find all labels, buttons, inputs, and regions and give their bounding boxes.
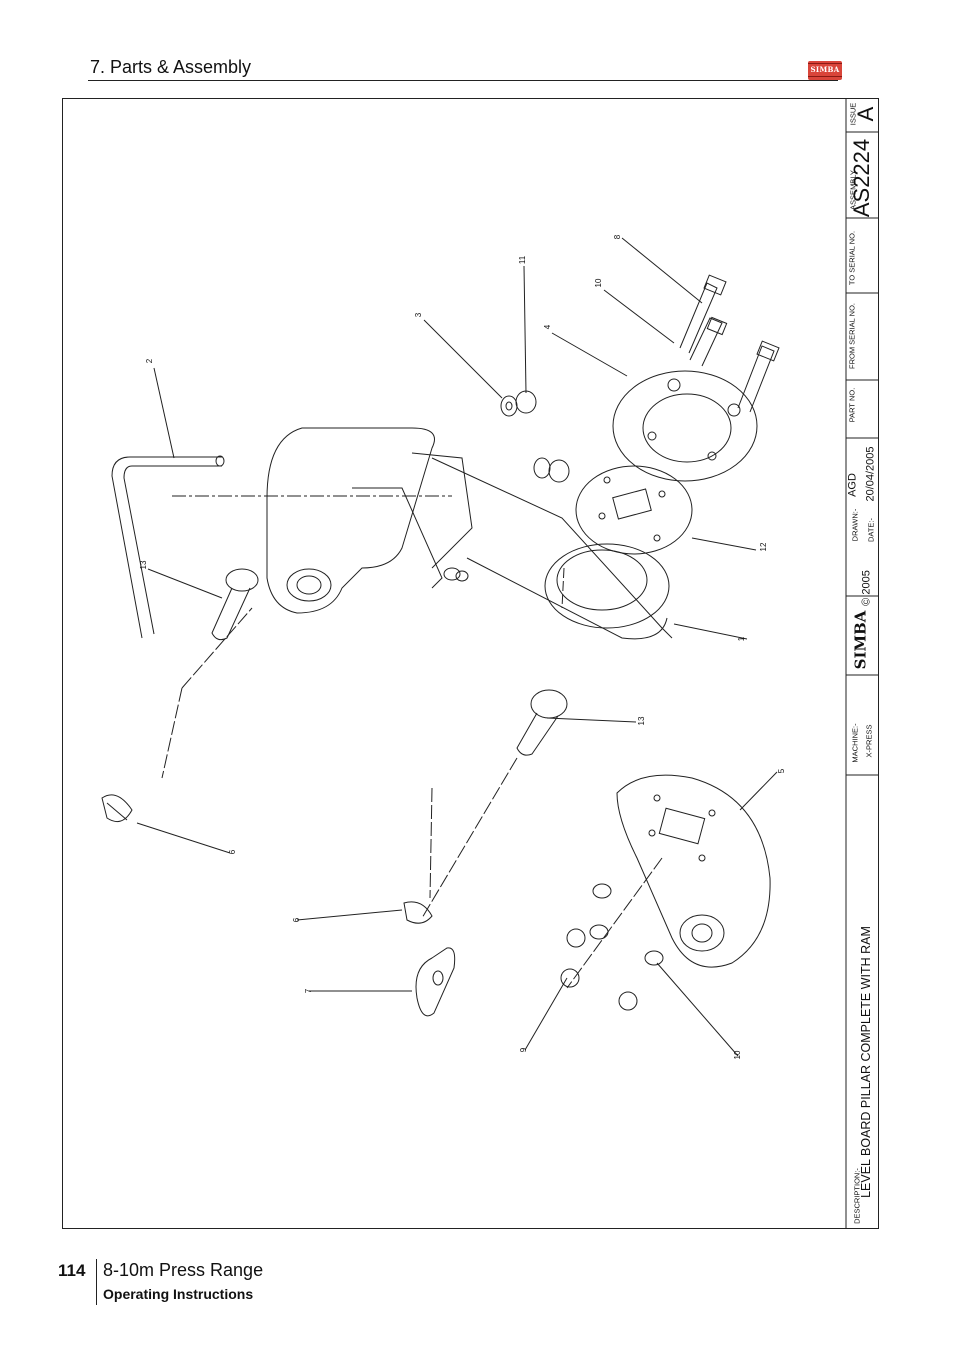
callout: 13 [637,716,646,726]
callout: 3 [414,312,423,318]
callout: 8 [613,234,622,240]
parts-9-10-hardware [560,857,664,1011]
leader-lines [136,237,778,1057]
header-divider [88,80,838,81]
part-5-bracket [616,774,771,968]
callout: 9 [519,1047,528,1053]
document-kind: Operating Instructions [103,1286,254,1302]
callout: 12 [759,542,768,552]
footer-divider [96,1259,97,1305]
callout: 6 [228,849,237,855]
drawn-label: DRAWN:- [850,508,860,542]
date-label: DATE:- [866,517,876,543]
drawn-value: AGD [846,473,859,497]
callout: 2 [145,358,154,364]
parts-3-11-washers [500,390,570,483]
simba-logo: SIMBA [808,61,842,80]
logo-text: SIMBA [810,65,840,74]
part-4-flange [612,370,758,482]
brand-mark: SIMBA [851,610,870,670]
part-no-label: PART NO. [847,387,857,423]
machine-label: MACHINE:- [850,723,860,763]
machine-value: X-PRESS [864,724,874,758]
exploded-assembly-drawing [101,98,879,1229]
part-12-plate [575,465,693,555]
description-value: LEVEL BOARD PILLAR COMPLETE WITH RAM [858,926,873,1198]
date-value: 20/04/2005 [864,446,877,502]
callout: 10 [733,1050,742,1060]
main-pillar-body [172,427,673,640]
callout: 11 [518,255,527,265]
callout: 13 [139,560,148,570]
to-serial-label: TO SERIAL NO. [847,230,857,286]
part-8-bolts [679,274,780,413]
callout: 6 [292,917,301,923]
document-range: 8-10m Press Range [103,1260,264,1280]
callout: 10 [594,278,603,288]
part-6-linch-pins [101,787,433,924]
callout: 4 [543,324,552,330]
drawing-frame [62,98,879,1229]
part-7-clamp [415,947,456,1017]
section-title: 7. Parts & Assembly [90,57,252,77]
page-number: 114 [58,1261,86,1280]
assembly-number: AS2224 [849,138,874,218]
copyright: © 2005 [860,570,873,606]
from-serial-label: FROM SERIAL NO. [847,303,857,369]
part-13-pins [161,568,568,919]
issue-value: A [853,106,878,122]
title-block-lines [845,98,879,1229]
callout: 7 [304,988,313,994]
part-2-handle [111,455,225,639]
callout: 5 [777,768,786,774]
part-1-ring [544,543,670,629]
callout: 1 [737,636,746,642]
